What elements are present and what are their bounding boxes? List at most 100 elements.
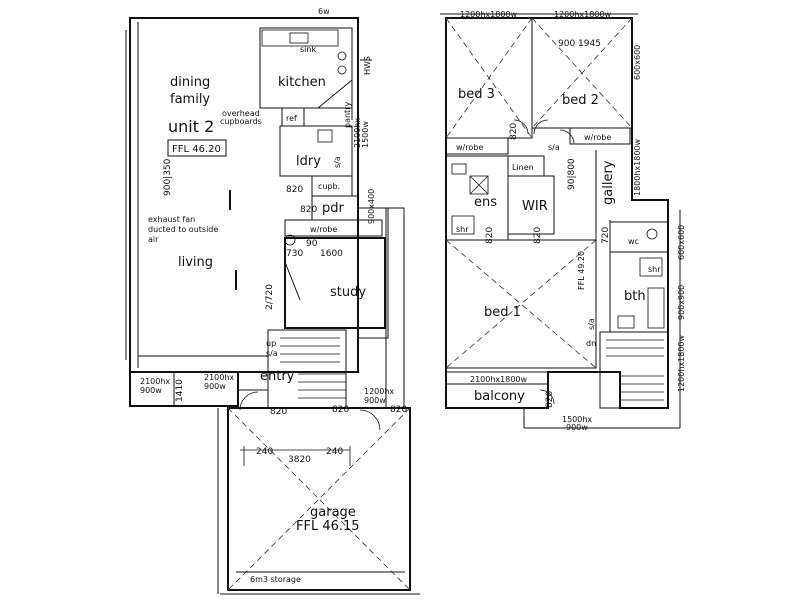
dim-900-350: 900|350 [163,158,173,196]
balcony-outline [445,371,549,409]
shr-label-a: shr [456,225,469,234]
balcony-label: balcony [474,389,525,404]
dim-240-b: 240 [326,447,343,457]
entry-front-wall [129,371,239,407]
dim-90: 90 [306,239,318,249]
dim-2100hx-a: 2100hx [140,377,170,386]
wrobe-box [284,219,383,237]
wrobe-label-ground: w/robe [310,225,337,234]
dim-900-1945: 900 1945 [558,39,601,49]
dim-1500w: 1500w [361,121,370,148]
bed1-outline [445,239,597,369]
dim-820-b: 820 [300,205,317,215]
wrobe-label-a: w/robe [456,143,483,152]
cupb-label: cupb. [318,182,340,191]
cupboards-label: cupboards [220,117,262,126]
exhaust-label-3: air [148,235,159,244]
dim-top-right: 1200hx1800w [554,10,612,19]
dim-820-upper-b: 820 [485,227,495,244]
dim-2100hx: 2100hx [353,118,362,148]
dining-label: dining [170,75,210,90]
exhaust-label-1: exhaust fan [148,215,195,224]
family-label: family [170,92,210,107]
bth-label: bth [624,289,646,304]
dim-900w-upper: 900w [566,423,588,432]
dim-600x600: 600x600 [677,225,686,260]
dim-240-a: 240 [256,447,273,457]
pantry-label: pantry [343,102,352,128]
sa-label-ground: s/a [266,349,278,358]
exhaust-label-2: ducted to outside [148,225,218,234]
dim-2100hx-b: 2100hx [204,373,234,382]
dim-900x400: 900x400 [367,189,376,224]
dim-820-upper-c: 820 [533,227,543,244]
sa-label-a: s/a [548,143,560,152]
upper-floor-labels: bed 3 bed 2 bed 1 ens WIR Linen gallery … [456,10,686,432]
dim-900w-b: 900w [204,382,226,391]
ground-floor-plan [125,17,420,595]
dim-2100hx1800w: 2100hx1800w [470,375,528,384]
dim-900w-a: 900w [140,386,162,395]
dim-820-c: 820 [270,407,287,417]
hws-label: HWS [363,56,372,75]
dim-820-upper-a: 820 [509,123,519,140]
dim-900w-c: 900w [364,396,386,405]
gallery-label: gallery [601,160,616,205]
ref-label: ref [286,114,297,123]
kitchen-label: kitchen [278,75,326,90]
powder-label: pdr [322,201,345,216]
dim-820-e: 820 [390,405,407,415]
wir-label: WIR [522,199,548,214]
bed1-label: bed 1 [484,305,521,320]
up-label: up [266,339,276,348]
dim-3820: 3820 [288,455,311,465]
wrobe-label-b: w/robe [584,133,611,142]
upper-floor-plan [440,13,681,429]
wc-outline [609,221,669,253]
linen-label: Linen [512,163,534,172]
wc-label: wc [628,237,639,246]
sink-bench [261,29,339,47]
dim-820-a: 820 [286,185,303,195]
dim-720: 720 [601,227,611,244]
ground-floor-labels: dining family unit 2 FFL 46.20 kitchen s… [140,7,407,584]
dim-1600: 1600 [320,249,343,259]
dim-1500hx: 1500hx [562,415,592,424]
sa-label-b: s/a [587,318,596,330]
bed3-label: bed 3 [458,87,495,102]
dim-900x900: 900x900 [677,285,686,320]
dim-side-window: 1200hx1800w [677,334,686,392]
dim-820-upper-d: 820 [545,391,555,408]
ens-label: ens [474,195,497,210]
unit-label: unit 2 [168,117,214,136]
garage-plan [217,407,420,595]
dim-6w: 6w [318,7,330,16]
upper-stairs [599,331,669,409]
sink-label: sink [300,45,316,54]
laundry-label: ldry [296,154,321,169]
study-outline [284,237,386,329]
garage-ffl-label: FFL 46.15 [296,519,360,534]
bed2-label: bed 2 [562,93,599,108]
study-label: study [330,285,366,300]
ffl-upper-label: FFL 49.20 [577,251,586,290]
overhead-label: overhead [222,109,260,118]
storage-label: 6m3 storage [250,575,301,584]
dim-1200hx: 1200hx [364,387,394,396]
dim-820-d: 820 [332,405,349,415]
sa-label-ground-2: s/a [333,156,342,168]
shr-label-b: shr [648,265,661,274]
dim-730: 730 [286,249,303,259]
entry-label: entry [260,369,295,384]
dim-1410: 1410 [175,379,185,402]
wir-outline [507,175,555,235]
ffl-ground-label: FFL 46.20 [172,144,221,155]
living-label: living [178,255,213,270]
ground-floor-outline [129,17,359,373]
dim-90-800: 90|800 [567,158,577,190]
dim-side-window-2: 1800hx1800w [633,138,642,196]
dim-2-720: 2/720 [265,284,275,310]
ffl-box [167,139,227,157]
garage-label: garage [310,505,356,520]
